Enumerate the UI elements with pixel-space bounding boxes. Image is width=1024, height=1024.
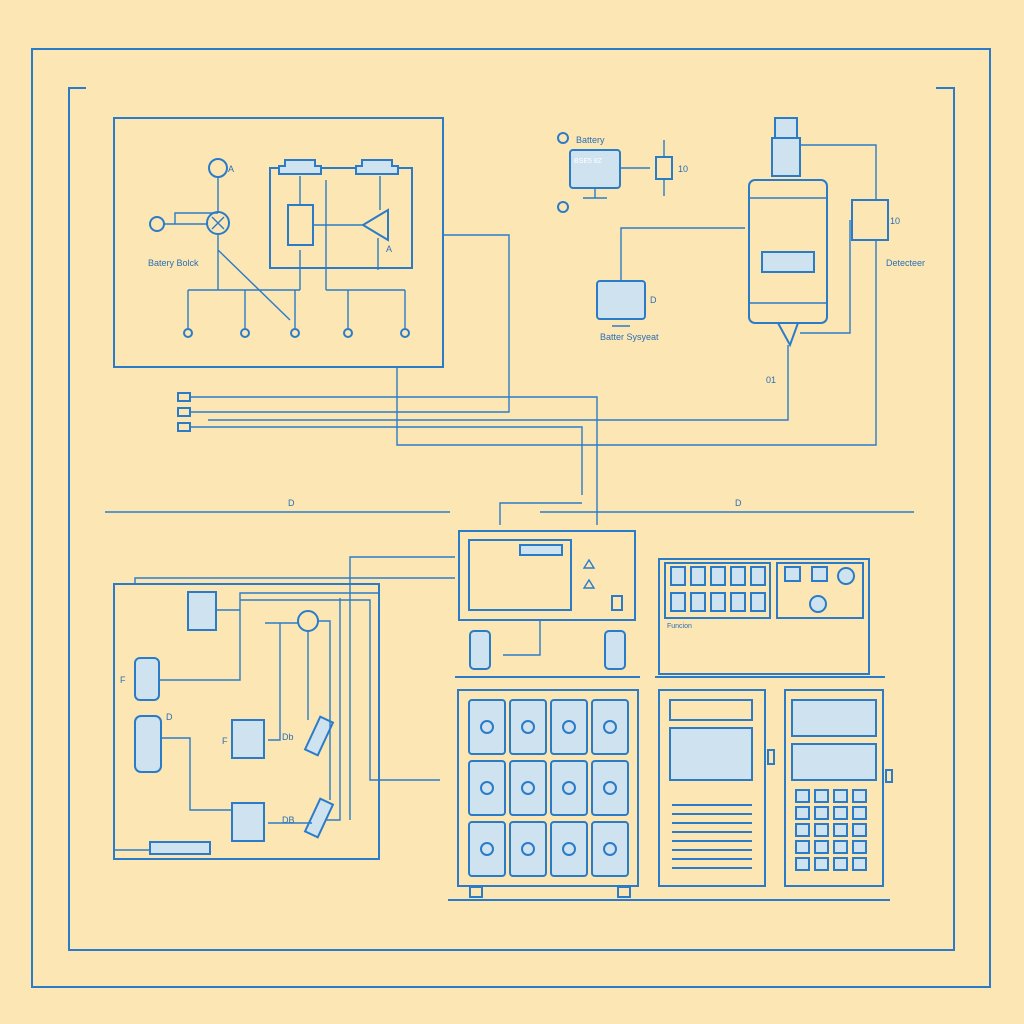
label-a: A: [228, 164, 234, 174]
label-d2: D: [166, 712, 173, 722]
keypad-key: [852, 840, 867, 854]
battery-block-label: Batery Bolck: [148, 258, 199, 268]
keypad-key: [833, 789, 848, 803]
label-db1: Db: [282, 732, 294, 742]
battery-block-panel: Batery Bolck A A: [113, 117, 444, 368]
detector-label: Detecteer: [886, 258, 925, 268]
battery-system-monitor: Batter Sysyeat D: [596, 227, 745, 342]
keypad-key: [795, 789, 810, 803]
keypad-key: [795, 857, 810, 871]
label-d: D: [650, 295, 657, 305]
battery-cell: [550, 760, 588, 816]
cell-terminal-icon: [603, 720, 617, 734]
outer-frame: [31, 48, 991, 988]
function-key: [690, 592, 706, 612]
cell-terminal-icon: [480, 842, 494, 856]
label-db2: DB: [282, 815, 295, 825]
cell-terminal-icon: [562, 781, 576, 795]
left-subsystem: F D F Db DB: [113, 583, 440, 860]
battery-cell: [591, 699, 629, 755]
keypad-key: [814, 840, 829, 854]
function-key: [690, 566, 706, 586]
inverter-cabinet: [658, 689, 775, 887]
battery-cell: [509, 760, 547, 816]
battery-cell: [468, 760, 506, 816]
keypad-key: [795, 840, 810, 854]
central-control-unit: [134, 530, 640, 820]
function-label: Funcion: [667, 623, 692, 630]
main-controller: Detecteer 10 01: [208, 117, 925, 446]
label-f2: F: [222, 736, 228, 746]
io-label-1: 10: [678, 164, 688, 174]
cell-terminal-icon: [521, 842, 535, 856]
inner-frame: [68, 87, 955, 951]
function-key: [730, 592, 746, 612]
keypad-key: [795, 823, 810, 837]
keypad-key: [833, 823, 848, 837]
cell-terminal-icon: [562, 842, 576, 856]
function-key: [750, 592, 766, 612]
function-panel: Funcion: [655, 558, 885, 678]
battery-cell: [468, 699, 506, 755]
label-f: F: [120, 675, 126, 685]
cell-terminal-icon: [480, 781, 494, 795]
keypad-key: [833, 806, 848, 820]
cell-terminal-icon: [603, 781, 617, 795]
battery-cell: [550, 699, 588, 755]
cell-terminal-icon: [521, 720, 535, 734]
keypad-key: [852, 789, 867, 803]
keypad-key: [814, 857, 829, 871]
keypad-key: [814, 823, 829, 837]
function-key: [670, 566, 686, 586]
rack-foot: [469, 886, 483, 898]
function-key: [710, 566, 726, 586]
battery-cell: [509, 821, 547, 877]
battery-cell: [591, 821, 629, 877]
function-key: [730, 566, 746, 586]
control-cabinet: [784, 689, 893, 887]
battery-label: Battery: [576, 135, 605, 145]
cell-terminal-icon: [562, 720, 576, 734]
battery-rack: [448, 689, 890, 901]
battery-cell: [591, 760, 629, 816]
io-label-2: 10: [890, 216, 900, 226]
cell-terminal-icon: [480, 720, 494, 734]
rack-foot: [617, 886, 631, 898]
keypad-key: [795, 806, 810, 820]
keypad-key: [852, 823, 867, 837]
keypad-key: [852, 806, 867, 820]
dimension-label-right: D: [735, 498, 742, 508]
cell-terminal-icon: [603, 842, 617, 856]
keypad-key: [814, 789, 829, 803]
keypad-key: [833, 840, 848, 854]
battery-cell: [468, 821, 506, 877]
out-label: 01: [766, 375, 776, 385]
cell-terminal-icon: [521, 781, 535, 795]
keypad-key: [814, 806, 829, 820]
battery-cell: [509, 699, 547, 755]
battery-monitor: Battery BSE5 8Z 10: [557, 132, 688, 213]
keypad-key: [852, 857, 867, 871]
keypad-key: [833, 857, 848, 871]
battery-cell: [550, 821, 588, 877]
dimension-label-left: D: [288, 498, 295, 508]
monitor-code: BSE5 8Z: [574, 158, 603, 165]
function-key: [670, 592, 686, 612]
label-a2: A: [386, 244, 392, 254]
function-key: [710, 592, 726, 612]
function-key: [750, 566, 766, 586]
bus-wires: D D: [105, 234, 914, 525]
battery-system-label: Batter Sysyeat: [600, 332, 659, 342]
